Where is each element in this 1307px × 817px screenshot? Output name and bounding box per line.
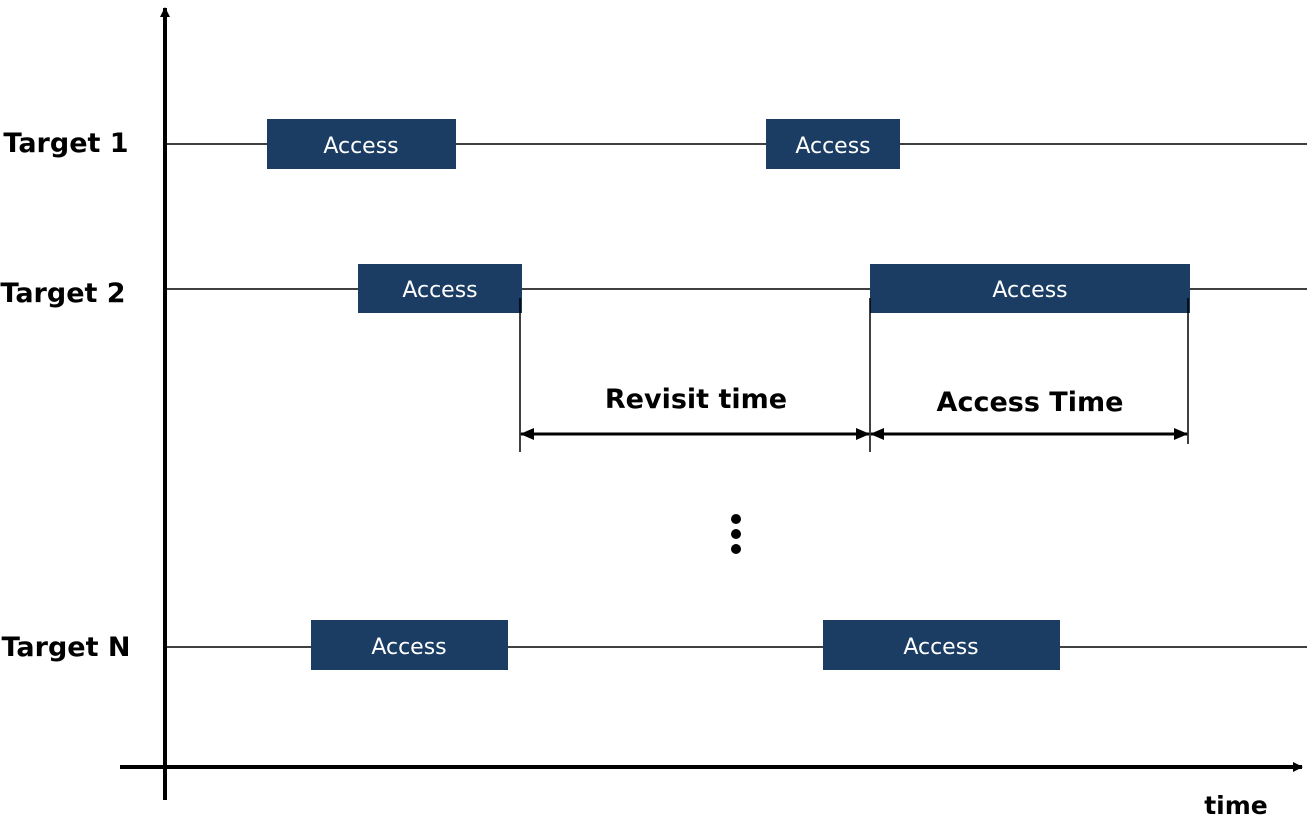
row-label: Target 1: [3, 128, 128, 159]
revisit-time-dimension: Revisit time: [519, 298, 871, 452]
vertical-ellipsis-icon: [731, 514, 741, 554]
access-block-label: Access: [992, 278, 1067, 303]
access-block-label: Access: [903, 635, 978, 660]
access-time-label: Access Time: [937, 387, 1124, 418]
access-block-label: Access: [795, 134, 870, 159]
row-label: Target N: [1, 632, 130, 663]
access-block: Access: [823, 620, 1060, 670]
row-label: Target 2: [0, 278, 125, 309]
access-block: Access: [766, 119, 900, 169]
access-block: Access: [311, 620, 508, 670]
access-block: Access: [358, 264, 522, 313]
access-time-dimension: Access Time: [870, 298, 1189, 444]
access-block: Access: [870, 264, 1190, 313]
access-block-label: Access: [323, 134, 398, 159]
row-target-2: Target 2 Access Access: [0, 264, 1307, 313]
access-block-label: Access: [371, 635, 446, 660]
row-target-1: Target 1 Access Access: [3, 119, 1307, 169]
access-block-label: Access: [402, 278, 477, 303]
row-target-n: Target N Access Access: [1, 620, 1307, 670]
revisit-time-label: Revisit time: [605, 384, 787, 415]
access-block: Access: [267, 119, 456, 169]
x-axis-label: time: [1204, 791, 1268, 817]
